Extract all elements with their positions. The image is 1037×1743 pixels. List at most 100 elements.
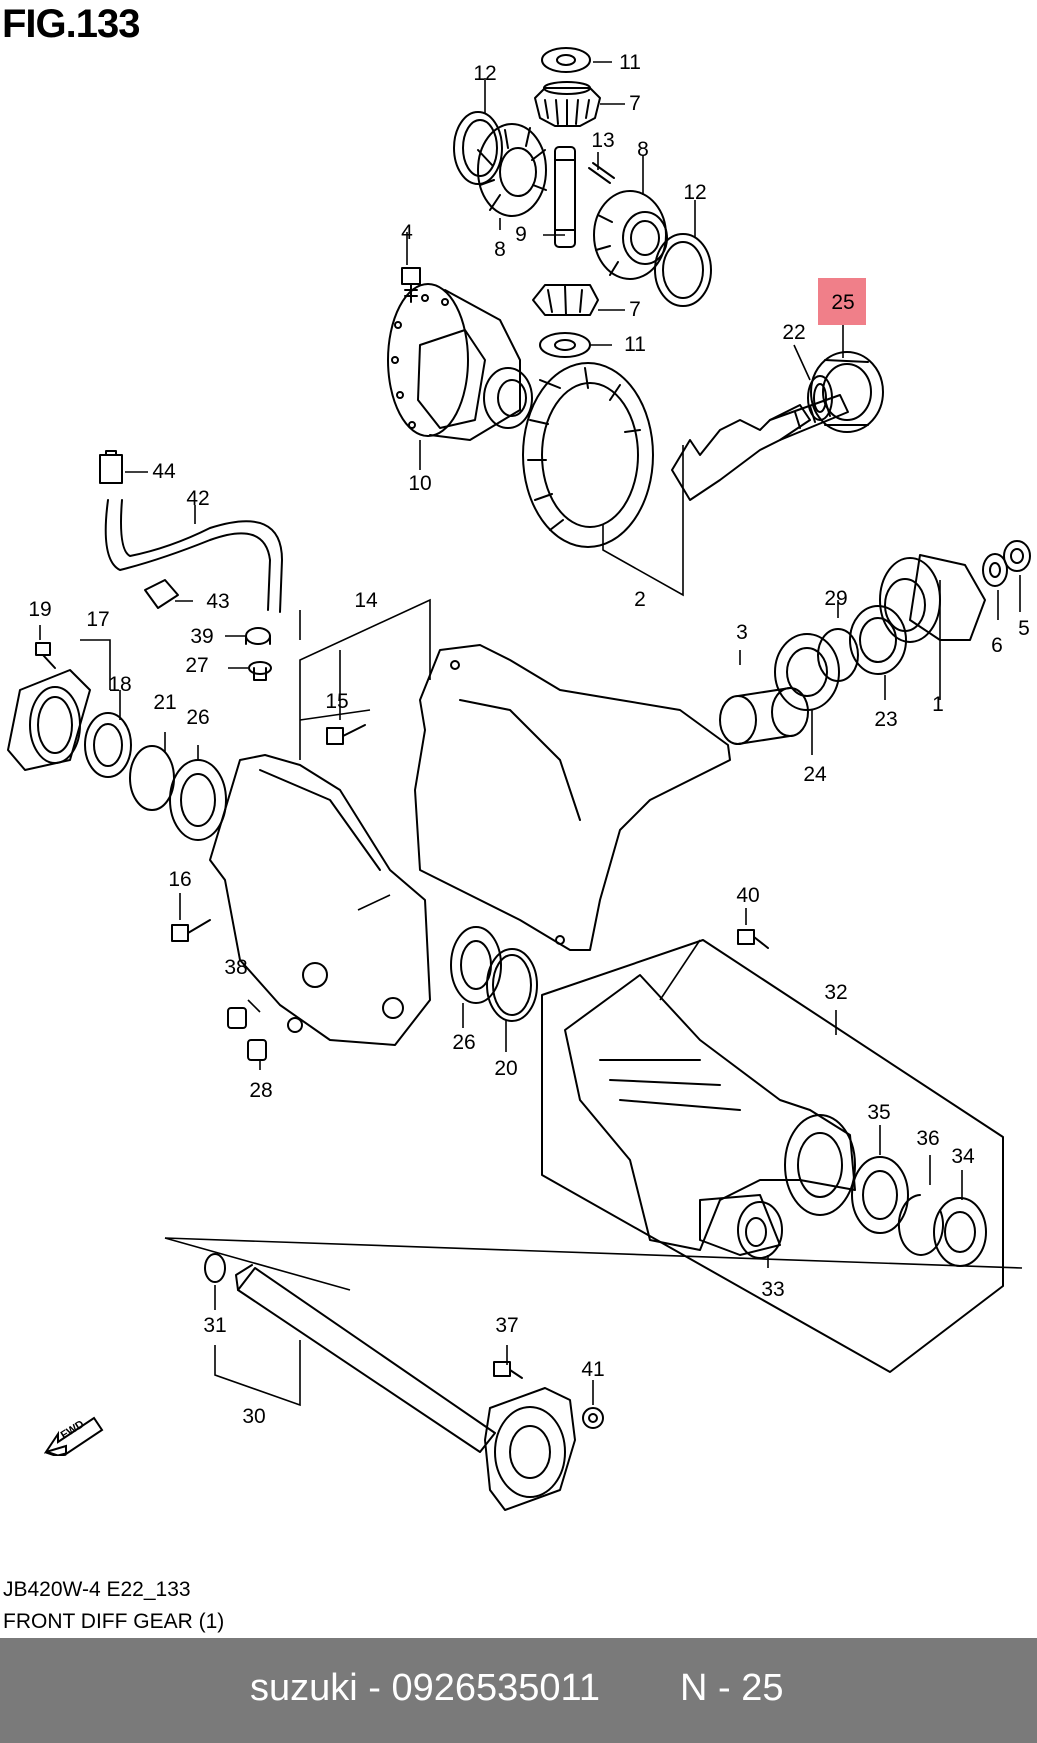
callout-30[interactable]: 30 — [242, 1405, 266, 1428]
oil-seal-18 — [84, 712, 132, 778]
bolt-16 — [171, 919, 211, 942]
callout-19[interactable]: 19 — [28, 598, 52, 621]
oil-seal-housing-17 — [7, 669, 91, 771]
callout-23[interactable]: 23 — [874, 708, 898, 731]
clamp-43 — [144, 579, 179, 609]
callout-39[interactable]: 39 — [190, 625, 214, 648]
footer-part-number: suzuki - 0926535011 — [250, 1667, 600, 1709]
washer-6 — [982, 553, 1008, 587]
bearing-25 — [810, 351, 884, 433]
callout-25[interactable]: 25 — [831, 291, 855, 314]
callout-21[interactable]: 21 — [153, 691, 177, 714]
callout-17[interactable]: 17 — [86, 608, 110, 631]
circlip-31 — [204, 1253, 226, 1283]
callout-9[interactable]: 9 — [515, 223, 527, 246]
spacer-3 — [719, 687, 809, 745]
callout-1[interactable]: 1 — [932, 693, 944, 716]
callout-41[interactable]: 41 — [581, 1358, 605, 1381]
callout-43[interactable]: 43 — [206, 590, 230, 613]
callout-2[interactable]: 2 — [634, 588, 646, 611]
callout-20[interactable]: 20 — [494, 1057, 518, 1080]
callout-5[interactable]: 5 — [1018, 617, 1030, 640]
axle-flange — [484, 1387, 576, 1511]
bearing-24 — [774, 633, 840, 711]
callout-28[interactable]: 28 — [249, 1079, 273, 1102]
bearing-35 — [851, 1156, 909, 1234]
callout-33[interactable]: 33 — [761, 1278, 785, 1301]
breather-cap-44 — [99, 450, 123, 484]
callout-10[interactable]: 10 — [408, 472, 432, 495]
union-bolt-27 — [248, 661, 272, 681]
differential-case — [387, 283, 533, 441]
callout-7-top[interactable]: 7 — [629, 92, 641, 115]
bolt-40 — [737, 929, 769, 949]
callout-18[interactable]: 18 — [108, 673, 132, 696]
callout-4[interactable]: 4 — [401, 221, 413, 244]
thrust-washer-bottom — [539, 332, 591, 358]
callout-11-top[interactable]: 11 — [619, 51, 641, 74]
callout-40[interactable]: 40 — [736, 884, 760, 907]
bolt-15 — [326, 724, 366, 745]
callout-27[interactable]: 27 — [185, 654, 209, 677]
callout-15[interactable]: 15 — [325, 690, 349, 713]
figure-name: FRONT DIFF GEAR (1) — [3, 1610, 225, 1633]
exploded-box-32 — [541, 939, 1004, 1373]
nut-5 — [1003, 540, 1031, 572]
footer-page: N - 25 — [680, 1667, 784, 1709]
plug-28 — [247, 1039, 267, 1061]
callout-11-bottom[interactable]: 11 — [624, 333, 646, 356]
callout-38[interactable]: 38 — [224, 956, 248, 979]
axle-tube-32 — [564, 974, 856, 1251]
nut-41 — [582, 1407, 604, 1429]
o-ring-20 — [486, 948, 538, 1022]
gasket-right — [654, 233, 712, 307]
callout-22[interactable]: 22 — [782, 321, 806, 344]
callout-44[interactable]: 44 — [152, 460, 176, 483]
callout-34[interactable]: 34 — [951, 1145, 975, 1168]
callout-24[interactable]: 24 — [803, 763, 827, 786]
axle-joint-33 — [699, 1194, 783, 1259]
callout-7-bottom[interactable]: 7 — [629, 298, 641, 321]
pinion-gear-top — [534, 81, 601, 127]
union-39 — [245, 627, 271, 645]
diff-carrier-right — [414, 644, 731, 951]
callout-29[interactable]: 29 — [824, 587, 848, 610]
callout-13[interactable]: 13 — [591, 129, 615, 152]
callout-16[interactable]: 16 — [168, 868, 192, 891]
footer-bar: suzuki - 0926535011 N - 25 — [0, 1638, 1037, 1743]
bolt-19 — [35, 642, 56, 669]
callout-8-left[interactable]: 8 — [494, 238, 506, 261]
figure-title: FIG.133 — [2, 2, 141, 46]
lock-pin — [588, 162, 615, 184]
callout-36[interactable]: 36 — [916, 1127, 940, 1150]
callout-12-right[interactable]: 12 — [683, 181, 707, 204]
gasket-left — [453, 111, 503, 185]
callout-26-left[interactable]: 26 — [186, 706, 210, 729]
thrust-washer-top — [541, 47, 591, 73]
callout-12-left[interactable]: 12 — [473, 62, 497, 85]
callout-3[interactable]: 3 — [736, 621, 748, 644]
oil-seal-23 — [849, 605, 907, 675]
side-gear-right — [593, 190, 668, 280]
plug-38 — [227, 1007, 247, 1029]
pinion-shaft — [554, 146, 576, 248]
callout-31[interactable]: 31 — [203, 1314, 227, 1337]
companion-flange — [879, 554, 986, 643]
fwd-arrow-icon — [44, 1416, 104, 1456]
callout-8-right[interactable]: 8 — [637, 138, 649, 161]
callout-6[interactable]: 6 — [991, 634, 1003, 657]
callout-14[interactable]: 14 — [354, 589, 378, 612]
highlight-box-25 — [818, 278, 866, 325]
figure-code: JB420W-4 E22_133 — [3, 1578, 191, 1601]
callout-37[interactable]: 37 — [495, 1314, 519, 1337]
axle-shaft-30 — [235, 1264, 496, 1453]
callout-32[interactable]: 32 — [824, 981, 848, 1004]
breather-hose-42 — [104, 499, 283, 613]
bolt-37 — [493, 1361, 523, 1379]
callout-42[interactable]: 42 — [186, 487, 210, 510]
diff-carrier-left — [209, 754, 431, 1046]
callout-26-right[interactable]: 26 — [452, 1031, 476, 1054]
callout-35[interactable]: 35 — [867, 1101, 891, 1124]
side-gear-left — [477, 123, 547, 217]
